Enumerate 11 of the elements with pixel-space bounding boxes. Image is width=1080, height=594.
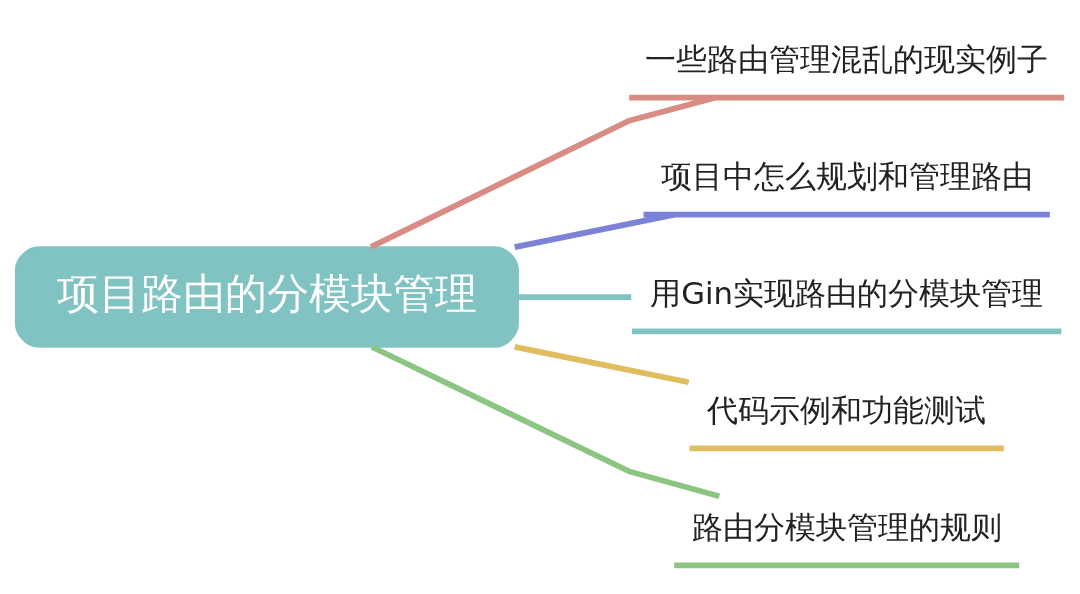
connector <box>518 294 632 300</box>
connector <box>370 344 721 500</box>
connector <box>514 344 690 386</box>
node-text: 代码示例和功能测试 <box>707 393 987 429</box>
node-text: 用Gin实现路由的分模块管理 <box>650 276 1044 312</box>
node-box: 项目路由的分模块管理 <box>14 246 519 348</box>
node-text: 一些路由管理混乱的现实例子 <box>645 42 1049 78</box>
node-text: 项目中怎么规划和管理路由 <box>660 159 1033 195</box>
connector <box>369 95 716 250</box>
connector <box>514 211 675 250</box>
node-text: 路由分模块管理的规则 <box>691 510 1002 546</box>
